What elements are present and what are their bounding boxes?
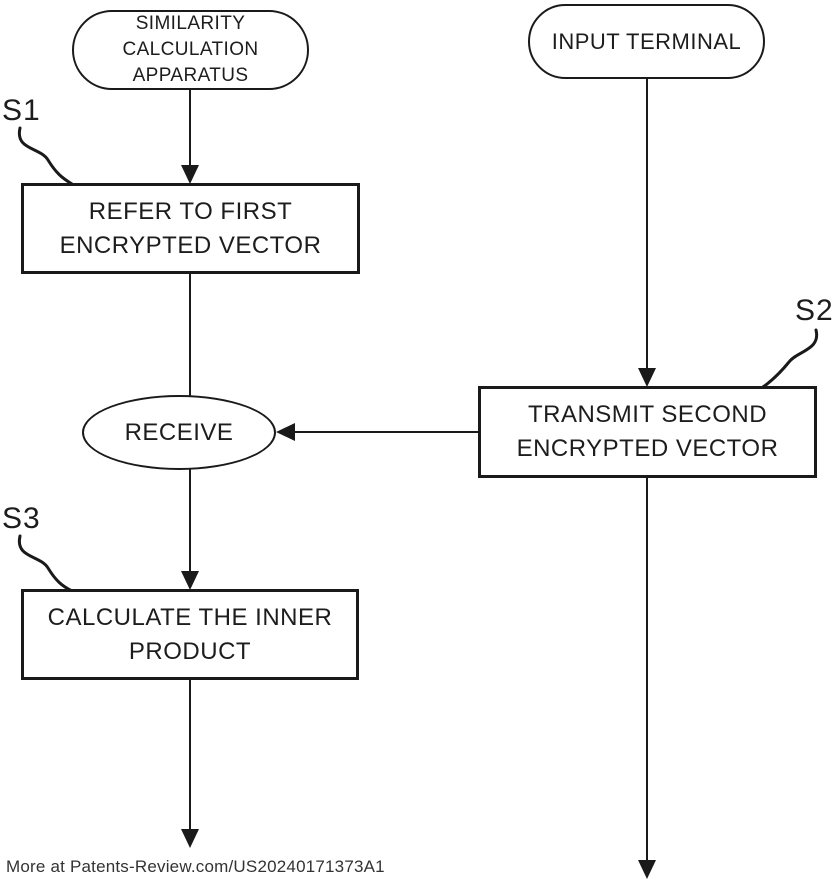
arrowhead-receive-to-calculate	[181, 571, 199, 590]
node-line: CALCULATE THE INNER	[47, 603, 333, 631]
node-line: ENCRYPTED VECTOR	[516, 435, 779, 462]
s2-leader-line	[761, 328, 819, 389]
node-line: INPUT TERMINAL	[551, 28, 742, 54]
s3-leader-line	[17, 534, 74, 593]
node-transmit-second-encrypted-vector: TRANSMIT SECOND ENCRYPTED VECTOR	[478, 386, 817, 478]
step-label-s3: S3	[2, 502, 41, 535]
arrowhead-apparatus-to-refer	[181, 165, 199, 184]
node-input-terminal: INPUT TERMINAL	[528, 4, 765, 79]
step-label-s1: S1	[2, 94, 41, 127]
node-line: PRODUCT	[128, 637, 252, 665]
footer-credit: More at Patents-Review.com/US20240171373…	[6, 857, 385, 876]
node-refer-to-first-encrypted-vector: REFER TO FIRST ENCRYPTED VECTOR	[21, 183, 360, 274]
step-label-s2: S2	[795, 294, 834, 327]
arrowhead-calculate-to-bottom	[181, 829, 199, 848]
node-line: APPARATUS	[132, 65, 249, 86]
node-line: TRANSMIT SECOND	[527, 401, 768, 428]
node-line: RECEIVE	[124, 418, 234, 446]
node-line: REFER TO FIRST	[88, 197, 293, 225]
node-calculate-the-inner-product: CALCULATE THE INNER PRODUCT	[21, 589, 359, 680]
node-line: CALCULATION	[122, 39, 259, 60]
node-receive: RECEIVE	[82, 395, 276, 470]
arrowhead-transmit-to-receive	[276, 423, 295, 441]
node-line: SIMILARITY	[135, 13, 246, 34]
arrowhead-transmit-to-bottom	[638, 860, 656, 879]
node-similarity-calculation-apparatus: SIMILARITY CALCULATION APPARATUS	[72, 10, 309, 90]
node-line: ENCRYPTED VECTOR	[59, 231, 322, 259]
arrowhead-terminal-to-transmit	[638, 368, 656, 387]
s1-leader-line	[17, 126, 74, 186]
